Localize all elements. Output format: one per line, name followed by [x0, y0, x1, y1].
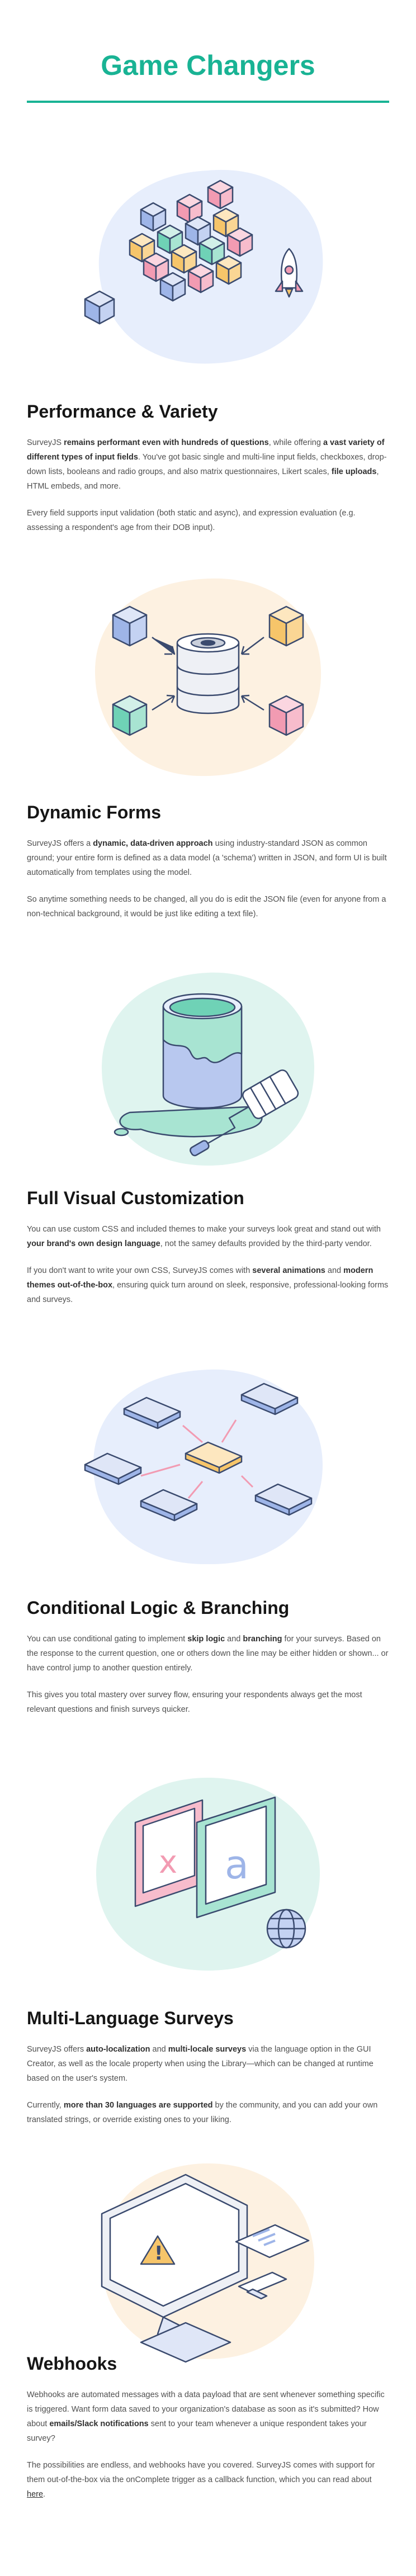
section-paragraph: The possibilities are endless, and webho… [27, 2461, 375, 2499]
warning-sign-text: ! [154, 2242, 163, 2265]
flowchart-illustration [68, 1347, 348, 1582]
section-dynamic-forms: Dynamic Forms SurveyJS offers a dynamic,… [27, 802, 390, 934]
paint-bucket-illustration [68, 950, 348, 1185]
section-paragraph: You can use conditional gating to implem… [27, 1635, 389, 1673]
section-heading: Dynamic Forms [27, 802, 162, 822]
section-paragraph: SurveyJS remains performant even with hu… [27, 438, 387, 491]
section-heading: Multi-Language Surveys [27, 2008, 234, 2028]
database-illustration [68, 559, 348, 794]
language-illustration: x a [68, 1755, 348, 1990]
cubes-illustration [68, 148, 348, 383]
language-card-x-text: x [159, 1844, 177, 1881]
section-heading: Conditional Logic & Branching [27, 1598, 290, 1618]
section-paragraph: Every field supports input validation (b… [27, 509, 356, 532]
section-paragraph: If you don't want to write your own CSS,… [27, 1266, 389, 1304]
section-paragraph: So anytime something needs to be changed… [27, 895, 386, 918]
section-heading: Full Visual Customization [27, 1188, 244, 1208]
section-visual-customization: Full Visual Customization You can use cu… [27, 1188, 390, 1319]
section-webhooks: Webhooks Webhooks are automated messages… [27, 2354, 390, 2514]
section-multi-language: Multi-Language Surveys SurveyJS offers a… [27, 2008, 390, 2139]
section-paragraph: This gives you total mastery over survey… [27, 1690, 362, 1714]
section-conditional-logic: Conditional Logic & Branching You can us… [27, 1598, 390, 1729]
section-paragraph: Webhooks are automated messages with a d… [27, 2390, 385, 2443]
page-title: Game Changers [101, 50, 315, 81]
section-paragraph: SurveyJS offers auto-localization and mu… [27, 2045, 374, 2083]
language-card-a-text: a [225, 1842, 249, 1888]
here-link[interactable]: here [27, 2490, 44, 2499]
section-heading: Performance & Variety [27, 401, 218, 422]
monitor-illustration: ! [68, 2141, 348, 2376]
section-paragraph: SurveyJS offers a dynamic, data-driven a… [27, 839, 387, 877]
section-paragraph: Currently, more than 30 languages are su… [27, 2101, 378, 2124]
section-paragraph: You can use custom CSS and included them… [27, 1225, 381, 1248]
section-performance: Performance & Variety SurveyJS remains p… [27, 401, 390, 547]
section-heading: Webhooks [27, 2354, 117, 2374]
title-divider [27, 101, 389, 103]
